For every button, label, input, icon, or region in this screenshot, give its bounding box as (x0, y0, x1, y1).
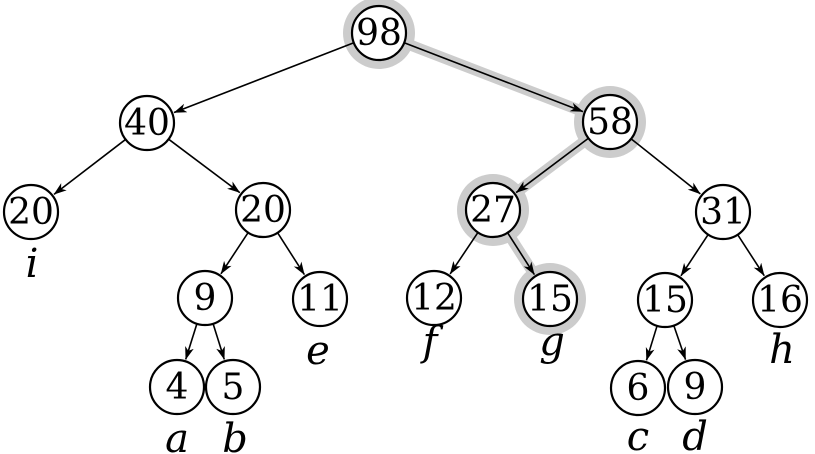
leaf-label: g (539, 319, 565, 365)
tree-node-circle (694, 183, 752, 241)
tree-node-circle (2, 183, 60, 241)
tree-node-circle (609, 359, 667, 417)
tree-edge (680, 234, 709, 277)
tree-edge (173, 42, 355, 114)
tree-node-value: 15 (527, 279, 573, 320)
leaf-label: a (165, 416, 189, 454)
tree-node: 6 (609, 359, 667, 417)
tree-node-value: 5 (222, 367, 245, 408)
tree-node-circle (234, 181, 292, 239)
tree-edge (276, 232, 306, 276)
tree-node-circle (204, 358, 262, 416)
leaf-label: c (627, 414, 649, 454)
edge-layer (53, 41, 765, 361)
leaf-label: i (26, 241, 39, 287)
tree-edge (515, 137, 589, 194)
tree-node-circle (581, 93, 639, 151)
tree-node-value: 16 (757, 280, 803, 321)
tree-node-value: 15 (642, 280, 688, 321)
tree-node: 98 (350, 4, 408, 62)
leaf-label: b (222, 416, 248, 454)
tree-node: 20 (234, 181, 292, 239)
tree-edge (212, 323, 226, 360)
tree-edge (506, 232, 536, 276)
tree-node: 12 (405, 269, 463, 327)
tree-node: 31 (694, 183, 752, 241)
leaf-label: h (769, 327, 795, 373)
tree-node-value: 58 (587, 102, 633, 143)
tree-node-circle (405, 269, 463, 327)
tree-node: 4 (148, 358, 206, 416)
tree-node-value: 12 (411, 278, 457, 319)
tree-node: 20 (2, 183, 60, 241)
tree-node-value: 20 (240, 190, 286, 231)
tree-node-value: 11 (297, 279, 343, 320)
tree-node: 40 (118, 94, 176, 152)
leaf-label: e (306, 328, 330, 374)
tree-node-circle (666, 358, 724, 416)
tree-node-circle (291, 270, 349, 328)
tree-edge (673, 325, 687, 361)
tree-node: 9 (176, 269, 234, 327)
tree-node: 15 (521, 270, 579, 328)
tree-node-circle (464, 181, 522, 239)
tree-node: 5 (204, 358, 262, 416)
tree-node-circle (148, 358, 206, 416)
tree-node-circle (118, 94, 176, 152)
tree-edge (184, 323, 198, 360)
tree-node-value: 20 (8, 192, 54, 233)
tree-node-circle (636, 271, 694, 329)
tree-node: 11 (291, 270, 349, 328)
tree-node-value: 40 (124, 103, 170, 144)
tree-edge (168, 138, 241, 194)
leaf-label: f (420, 319, 444, 365)
tree-node-circle (176, 269, 234, 327)
tree-node-value: 27 (470, 190, 516, 231)
tree-edge (220, 232, 249, 275)
tree-node: 9 (666, 358, 724, 416)
tree-node: 58 (581, 93, 639, 151)
tree-edge (53, 138, 127, 195)
tree-node: 15 (636, 271, 694, 329)
tree-node-value: 31 (700, 192, 746, 233)
leaf-label: d (682, 414, 708, 454)
tree-node-value: 9 (684, 367, 707, 408)
tree-node: 27 (464, 181, 522, 239)
highlight-band-layer (373, 27, 616, 305)
tree-edge (630, 138, 701, 195)
tree-edge (403, 41, 584, 113)
tree-edge (645, 325, 658, 361)
tree-edge (737, 234, 765, 277)
tree-node-value: 9 (194, 278, 217, 319)
tree-node-circle (350, 4, 408, 62)
tree-node: 16 (751, 271, 809, 329)
tree-node-value: 98 (356, 13, 402, 54)
tree-node-value: 4 (166, 367, 189, 408)
tree-node-value: 6 (627, 368, 650, 409)
tree-node-circle (751, 271, 809, 329)
tree-edge (449, 231, 479, 275)
tree-node-circle (521, 270, 579, 328)
